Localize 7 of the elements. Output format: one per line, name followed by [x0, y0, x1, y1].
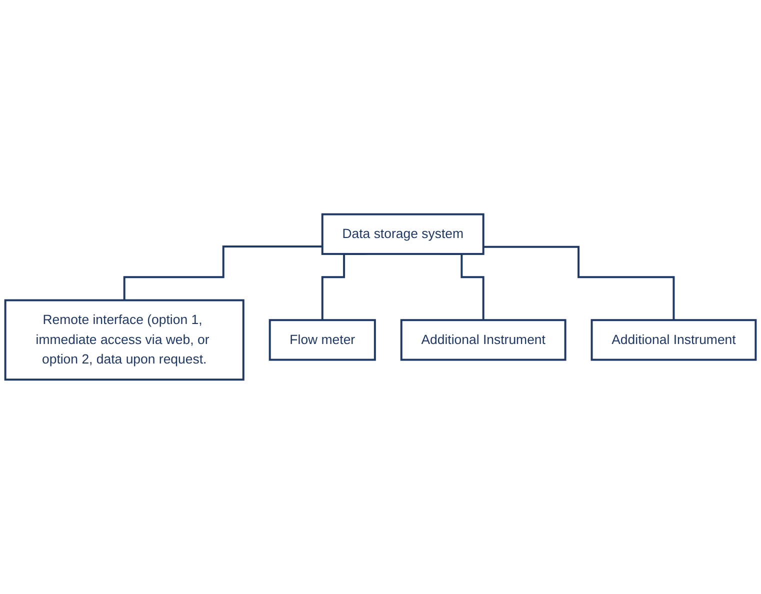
connector — [483, 246, 675, 322]
node-box: Flow meter — [268, 319, 376, 361]
node-box: Data storage system — [321, 213, 484, 255]
node-box: Additional Instrument — [400, 319, 566, 361]
node-box: Additional Instrument — [590, 319, 757, 361]
connector — [123, 246, 322, 302]
node-box: Remote interface (option 1, immediate access via web, or option 2, data upon request. — [4, 299, 244, 381]
